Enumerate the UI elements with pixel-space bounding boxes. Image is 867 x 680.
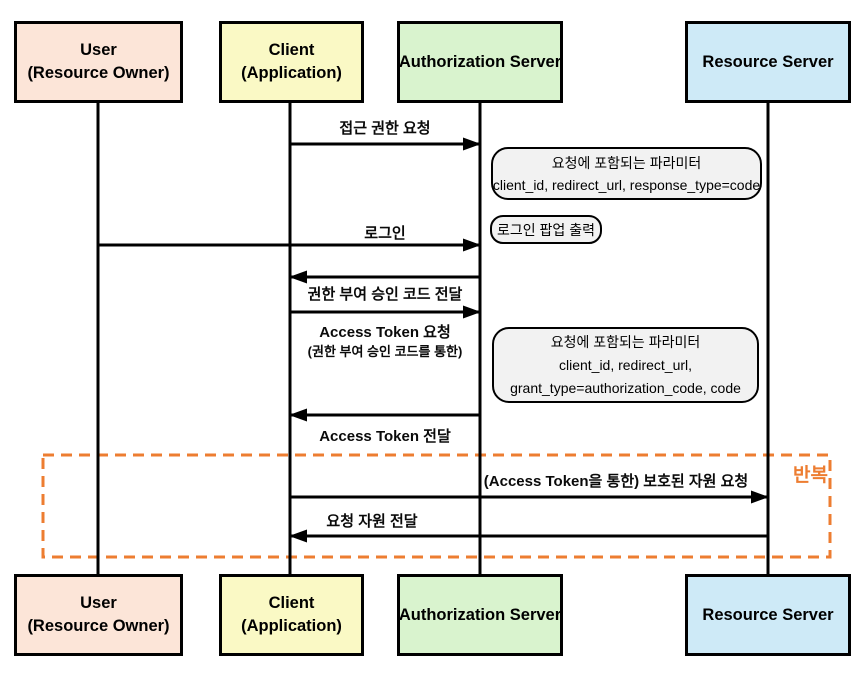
message-label-access-permission-request: 접근 권한 요청 bbox=[339, 120, 431, 137]
repeat-fragment-label: 반복 bbox=[793, 465, 828, 486]
actor-sublabel: (Resource Owner) bbox=[27, 64, 170, 82]
note-line: client_id, redirect_url, bbox=[558, 356, 693, 373]
note-login-popup: 로그인 팝업 출력 bbox=[490, 215, 602, 244]
actor-label: Authorization Server bbox=[398, 605, 562, 624]
actor-label: User bbox=[80, 594, 117, 612]
actor-box-authorization-server-bottom: Authorization Server bbox=[397, 574, 563, 656]
actor-label: Resource Server bbox=[702, 52, 834, 71]
note-line: client_id, redirect_url, response_type=c… bbox=[492, 176, 761, 193]
message-label-protected-resource-request: (Access Token을 통한) 보호된 자원 요청 bbox=[483, 473, 749, 490]
note-line: 요청에 포함되는 파라미터 bbox=[550, 333, 701, 350]
actor-box-client-top: Client (Application) bbox=[219, 21, 364, 103]
actor-sublabel: (Resource Owner) bbox=[27, 617, 170, 635]
actor-box-resource-server-top: Resource Server bbox=[685, 21, 851, 103]
repeat-fragment-box bbox=[41, 453, 832, 559]
actor-label: Resource Server bbox=[702, 605, 834, 624]
note-request-params-token: 요청에 포함되는 파라미터 client_id, redirect_url, g… bbox=[492, 327, 759, 403]
actor-box-user-top: User (Resource Owner) bbox=[14, 21, 183, 103]
note-request-params-code: 요청에 포함되는 파라미터 client_id, redirect_url, r… bbox=[491, 147, 762, 200]
actor-label: Authorization Server bbox=[398, 52, 562, 71]
message-label-login: 로그인 bbox=[364, 225, 406, 242]
actor-box-authorization-server-top: Authorization Server bbox=[397, 21, 563, 103]
actor-sublabel: (Application) bbox=[241, 64, 342, 82]
message-label-access-token-request: Access Token 요청 bbox=[319, 324, 451, 341]
actor-box-client-bottom: Client (Application) bbox=[219, 574, 364, 656]
actor-label: Client bbox=[268, 594, 315, 612]
actor-label: Client bbox=[268, 41, 315, 59]
actor-box-user-bottom: User (Resource Owner) bbox=[14, 574, 183, 656]
note-line: 요청에 포함되는 파라미터 bbox=[551, 154, 702, 171]
actor-sublabel: (Application) bbox=[241, 617, 342, 635]
message-label-access-token-delivery: Access Token 전달 bbox=[319, 428, 451, 445]
message-label-requested-resource-delivery: 요청 자원 전달 bbox=[326, 513, 418, 530]
actor-box-resource-server-bottom: Resource Server bbox=[685, 574, 851, 656]
note-line: grant_type=authorization_code, code bbox=[510, 379, 741, 396]
actor-label: User bbox=[80, 41, 117, 59]
note-line: 로그인 팝업 출력 bbox=[497, 221, 595, 238]
message-sublabel-access-token-request: (권한 부여 승인 코드를 통한) bbox=[307, 344, 463, 359]
message-label-auth-code-delivery: 권한 부여 승인 코드 전달 bbox=[307, 286, 463, 303]
